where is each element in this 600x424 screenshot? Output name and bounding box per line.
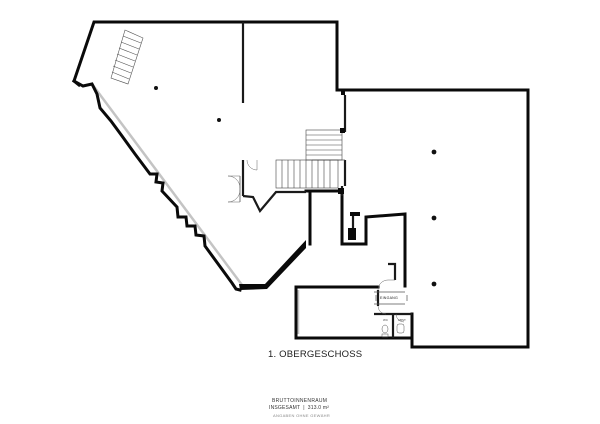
entrance-marker: [375, 295, 408, 301]
stair-icon: [305, 129, 343, 161]
thick-diagonal-wall: [239, 240, 306, 290]
area-total-row: INSGESAMT|313.0 m²: [269, 405, 329, 411]
sink-icon: [396, 323, 405, 334]
thin-walls: [239, 159, 405, 305]
wc-label: WC: [383, 318, 388, 322]
column-icon: [154, 86, 437, 287]
door-icon: [227, 159, 405, 323]
wall-stubs: [338, 90, 360, 240]
floor-title: 1. OBERGESCHOSS: [268, 349, 363, 360]
area-disclaimer: ANGABEN OHNE GEWÄHR: [273, 413, 331, 418]
stair-icon: [110, 29, 144, 85]
outer-walls: [71, 20, 530, 349]
area-separator: |: [303, 405, 305, 411]
area-total-value: 313.0 m²: [307, 405, 330, 411]
toilet-icon: [381, 324, 389, 338]
area-heading: BRUTTOINNENRAUM: [272, 398, 328, 404]
entrance-label: EINGANG: [380, 296, 398, 300]
area-total-label: INSGESAMT: [269, 405, 301, 411]
interior-walls: [241, 22, 412, 338]
storage-room-label: ABST.: [398, 318, 407, 322]
stair-post: [340, 128, 345, 133]
stair-icon: [275, 159, 339, 189]
